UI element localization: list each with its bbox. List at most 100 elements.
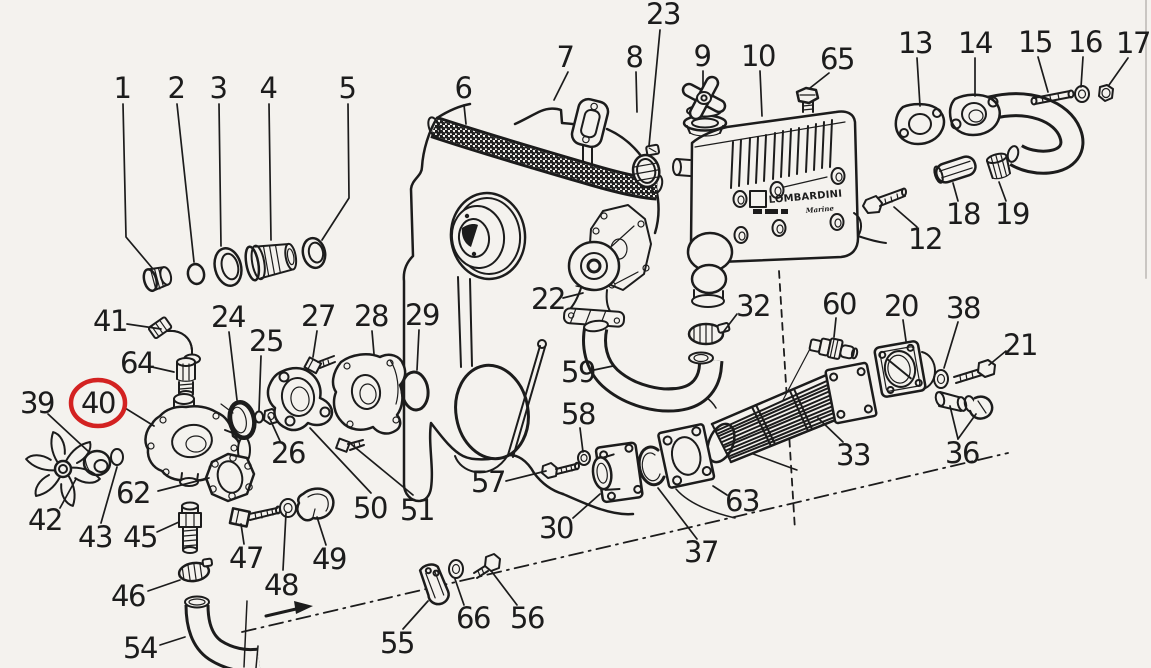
part-label-1: 1 bbox=[114, 71, 131, 105]
flange-30 bbox=[591, 441, 644, 504]
leader-line-40 bbox=[124, 407, 155, 427]
gasket-13 bbox=[894, 102, 946, 146]
leader-line-33 bbox=[817, 417, 844, 443]
leader-line-51 bbox=[350, 443, 414, 496]
part-label-60: 60 bbox=[822, 287, 856, 321]
leader-line-32 bbox=[723, 313, 738, 332]
bolt-47 bbox=[228, 505, 281, 528]
cover-20 bbox=[873, 340, 936, 398]
tank-side-stub bbox=[672, 158, 682, 176]
screw-27 bbox=[303, 355, 336, 375]
tank-cooling-fins bbox=[730, 119, 833, 189]
leader-line-16 bbox=[1080, 56, 1084, 88]
part-label-49: 49 bbox=[312, 542, 346, 576]
leader-line-64 bbox=[151, 366, 175, 373]
leader-line-17 bbox=[1108, 57, 1129, 86]
leader-line-45 bbox=[156, 521, 180, 533]
tank-outlet bbox=[686, 231, 734, 308]
part-label-19: 19 bbox=[995, 197, 1029, 231]
leader-line-18 bbox=[952, 182, 959, 202]
leader-line-24 bbox=[228, 331, 238, 401]
leader-line-5 bbox=[321, 103, 350, 241]
hose-clamp-8 bbox=[631, 143, 661, 189]
washer-48 bbox=[279, 498, 297, 518]
direction-arrow bbox=[264, 601, 313, 618]
impeller-42 bbox=[25, 431, 101, 507]
part-label-13: 13 bbox=[898, 26, 932, 60]
leader-line-23 bbox=[648, 29, 661, 147]
bolt-56 bbox=[473, 553, 501, 579]
leader-line-12 bbox=[893, 206, 918, 228]
part-label-62: 62 bbox=[116, 476, 150, 510]
flange-elbow-14 bbox=[948, 92, 1085, 175]
bolt-12 bbox=[862, 187, 907, 214]
part-label-33: 33 bbox=[836, 438, 870, 472]
leader-line-59 bbox=[593, 365, 614, 371]
leader-line-47 bbox=[240, 523, 245, 545]
oring-37 bbox=[637, 445, 666, 487]
part-label-56: 56 bbox=[510, 601, 544, 635]
leader-line-39 bbox=[47, 413, 90, 453]
leader-line-6 bbox=[463, 104, 467, 125]
part-label-58: 58 bbox=[561, 397, 595, 431]
leader-line-43 bbox=[100, 466, 118, 524]
exchanger-end-plate bbox=[824, 361, 878, 425]
leader-line-60 bbox=[833, 317, 837, 338]
leader-line-2 bbox=[176, 103, 195, 263]
leader-line-20 bbox=[902, 319, 907, 342]
fitting-4 bbox=[244, 242, 298, 282]
part-label-5: 5 bbox=[339, 71, 356, 105]
part-label-38: 38 bbox=[946, 291, 980, 325]
part-label-45: 45 bbox=[123, 520, 157, 554]
part-label-4: 4 bbox=[260, 71, 277, 105]
v-belt bbox=[454, 276, 547, 474]
disc-24 bbox=[220, 399, 257, 441]
leader-line-25 bbox=[258, 355, 262, 412]
part-label-17: 17 bbox=[1116, 26, 1150, 60]
part-label-28: 28 bbox=[354, 299, 388, 333]
washer-58 bbox=[577, 450, 591, 466]
leader-line-13 bbox=[916, 57, 921, 107]
plug-1 bbox=[142, 266, 173, 293]
part-label-21: 21 bbox=[1003, 328, 1037, 362]
leader-line-66 bbox=[454, 578, 465, 606]
part-label-36: 36 bbox=[945, 436, 979, 470]
cover-28 bbox=[331, 353, 407, 435]
washer-25 bbox=[254, 410, 264, 424]
part-label-54: 54 bbox=[123, 631, 157, 665]
part-label-15: 15 bbox=[1018, 25, 1052, 59]
part-label-59: 59 bbox=[561, 355, 595, 389]
leader-line-46 bbox=[147, 579, 181, 592]
leader-line-36 bbox=[957, 413, 977, 440]
gasket-63 bbox=[657, 423, 716, 489]
clamp-19 bbox=[985, 152, 1012, 180]
part-label-12: 12 bbox=[908, 222, 942, 256]
leader-line-49 bbox=[316, 516, 327, 546]
part-label-39: 39 bbox=[20, 386, 54, 420]
screw-51 bbox=[335, 437, 365, 453]
part-label-63: 63 bbox=[725, 484, 759, 518]
part-label-37: 37 bbox=[684, 535, 718, 569]
part-label-46: 46 bbox=[111, 579, 145, 613]
leader-line-57 bbox=[505, 470, 547, 482]
clamp-55 bbox=[418, 563, 450, 606]
leader-line-26 bbox=[268, 416, 281, 442]
elbow-41 bbox=[147, 316, 201, 365]
leader-line-3 bbox=[218, 103, 222, 247]
highlight-ring bbox=[68, 377, 128, 429]
leader-line-42 bbox=[59, 478, 77, 509]
leader-line-27 bbox=[312, 330, 318, 358]
part-label-51: 51 bbox=[400, 493, 434, 527]
bracket-49 bbox=[296, 487, 335, 522]
part-label-22: 22 bbox=[531, 282, 565, 316]
leader-line-22 bbox=[562, 292, 584, 299]
leader-line-37 bbox=[657, 487, 698, 540]
hose-6 bbox=[427, 116, 664, 201]
tube-36 bbox=[934, 391, 994, 420]
part-label-2: 2 bbox=[168, 71, 185, 105]
filler-neck bbox=[682, 114, 728, 137]
part-label-42: 42 bbox=[28, 503, 62, 537]
leader-line-55 bbox=[402, 600, 429, 630]
part-label-16: 16 bbox=[1068, 25, 1102, 59]
